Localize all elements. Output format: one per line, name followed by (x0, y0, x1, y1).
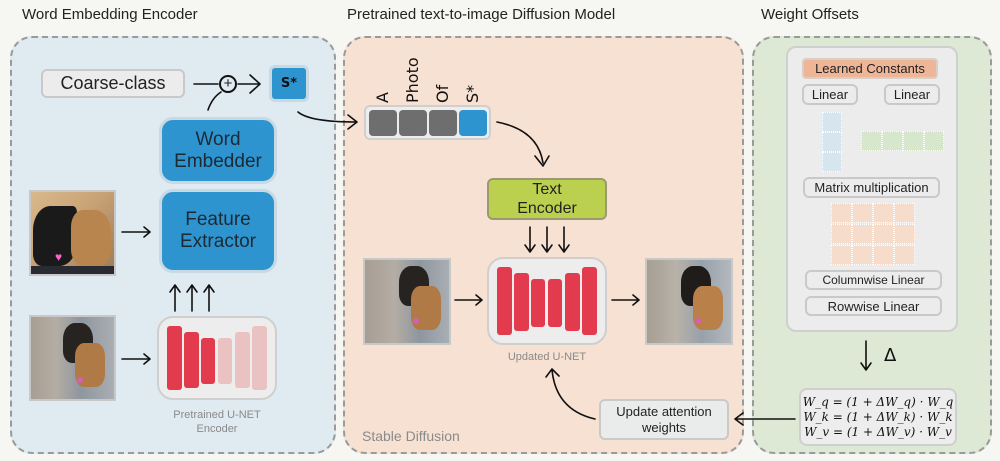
token-a (369, 110, 397, 136)
feature-extractor-label: Feature Extractor (179, 209, 257, 252)
feature-extractor-block: Feature Extractor (159, 189, 277, 273)
unet-layer-4 (218, 338, 232, 384)
noisy-cat-image (363, 258, 451, 345)
learned-constants-label: Learned Constants (815, 61, 925, 76)
token-label-photo: Photo (403, 57, 422, 103)
token-s-star (459, 110, 487, 136)
row-vector-cell-3 (903, 131, 924, 151)
coarse-class-box: Coarse-class (41, 69, 185, 98)
equation-wv: W_v = (1 + ΔW_v) · W_v (804, 424, 952, 439)
update-attention-weights-box: Update attention weights (599, 399, 729, 440)
token-label-s-star: S* (463, 84, 482, 103)
offset-matrix-cell (873, 245, 894, 265)
column-vector-cell-3 (822, 152, 842, 172)
plus-symbol: + (223, 75, 233, 92)
s-star-token-box: S* (269, 65, 309, 102)
offset-matrix-cell (852, 224, 873, 244)
rowwise-linear-box: Rowwise Linear (805, 296, 942, 316)
columnwise-linear-label: Columnwise Linear (822, 273, 925, 287)
linear-right-box: Linear (884, 84, 940, 105)
input-cat-image (29, 315, 116, 401)
row-vector-cell-1 (861, 131, 882, 151)
output-cat-image (645, 258, 733, 345)
word-embedder-label: Word Embedder (174, 128, 262, 172)
offset-matrix-cell (873, 203, 894, 223)
stable-diffusion-label: Stable Diffusion (362, 428, 460, 444)
updated-unet-layer-6 (582, 267, 597, 335)
offset-matrix-cell (873, 224, 894, 244)
word-embedding-encoder-title: Word Embedding Encoder (22, 6, 198, 23)
token-label-a: A (373, 92, 392, 103)
token-photo (399, 110, 427, 136)
matrix-multiplication-box: Matrix multiplication (803, 177, 940, 198)
updated-unet-caption: Updated U-NET (507, 351, 587, 363)
text-encoder-block: Text Encoder (487, 178, 607, 220)
offset-matrix-cell (852, 203, 873, 223)
column-vector-cell-1 (822, 112, 842, 132)
pretrained-unet-encoder (157, 316, 277, 400)
update-attention-weights-label: Update attention weights (616, 403, 712, 435)
equation-wk: W_k = (1 + ΔW_k) · W_k (803, 409, 953, 424)
offset-matrix-cell (831, 203, 852, 223)
token-of (429, 110, 457, 136)
offset-matrix-cell (831, 224, 852, 244)
updated-unet-layer-1 (497, 267, 512, 335)
column-vector-cell-2 (822, 132, 842, 152)
offset-matrix-cell (894, 245, 915, 265)
plus-operator-icon: + (219, 75, 237, 93)
equation-wq: W_q = (1 + ΔW_q) · W_q (802, 394, 954, 409)
offset-matrix-grid (831, 203, 915, 265)
token-label-of: Of (433, 84, 452, 103)
updated-unet-layer-4 (548, 279, 562, 327)
weight-update-equations: W_q = (1 + ΔW_q) · W_q W_k = (1 + ΔW_k) … (799, 388, 957, 446)
unet-layer-2 (184, 332, 199, 388)
offset-matrix-cell (894, 203, 915, 223)
learned-constants-box: Learned Constants (802, 58, 938, 79)
linear-right-label: Linear (893, 87, 931, 102)
unet-layer-3 (201, 338, 215, 384)
delta-symbol: Δ (884, 345, 897, 366)
pretrained-unet-caption: Pretrained U-NET Encoder (173, 409, 261, 435)
columnwise-linear-box: Columnwise Linear (805, 270, 942, 290)
rowwise-linear-label: Rowwise Linear (827, 298, 920, 314)
weight-offsets-title: Weight Offsets (761, 6, 859, 23)
text-encoder-label: Text Encoder (517, 181, 577, 217)
coarse-class-label: Coarse-class (60, 73, 166, 93)
updated-unet (487, 257, 607, 345)
diffusion-model-title: Pretrained text-to-image Diffusion Model (347, 6, 616, 23)
row-vector-cell-4 (924, 131, 944, 151)
updated-unet-layer-5 (565, 273, 580, 331)
unet-layer-1 (167, 326, 182, 390)
linear-left-box: Linear (802, 84, 858, 105)
reference-cat-image: ♥ (29, 190, 116, 276)
offset-matrix-cell (831, 245, 852, 265)
offset-matrix-cell (894, 224, 915, 244)
unet-layer-5 (235, 332, 250, 388)
updated-unet-layer-3 (531, 279, 545, 327)
matrix-multiplication-label: Matrix multiplication (814, 180, 929, 195)
s-star-label: S* (280, 76, 298, 91)
updated-unet-layer-2 (514, 273, 529, 331)
word-embedder-block: Word Embedder (159, 117, 277, 184)
row-vector-cell-2 (882, 131, 903, 151)
heart-icon: ♥ (55, 250, 63, 264)
linear-left-label: Linear (811, 87, 849, 102)
offset-matrix-cell (852, 245, 873, 265)
unet-layer-6 (252, 326, 267, 390)
